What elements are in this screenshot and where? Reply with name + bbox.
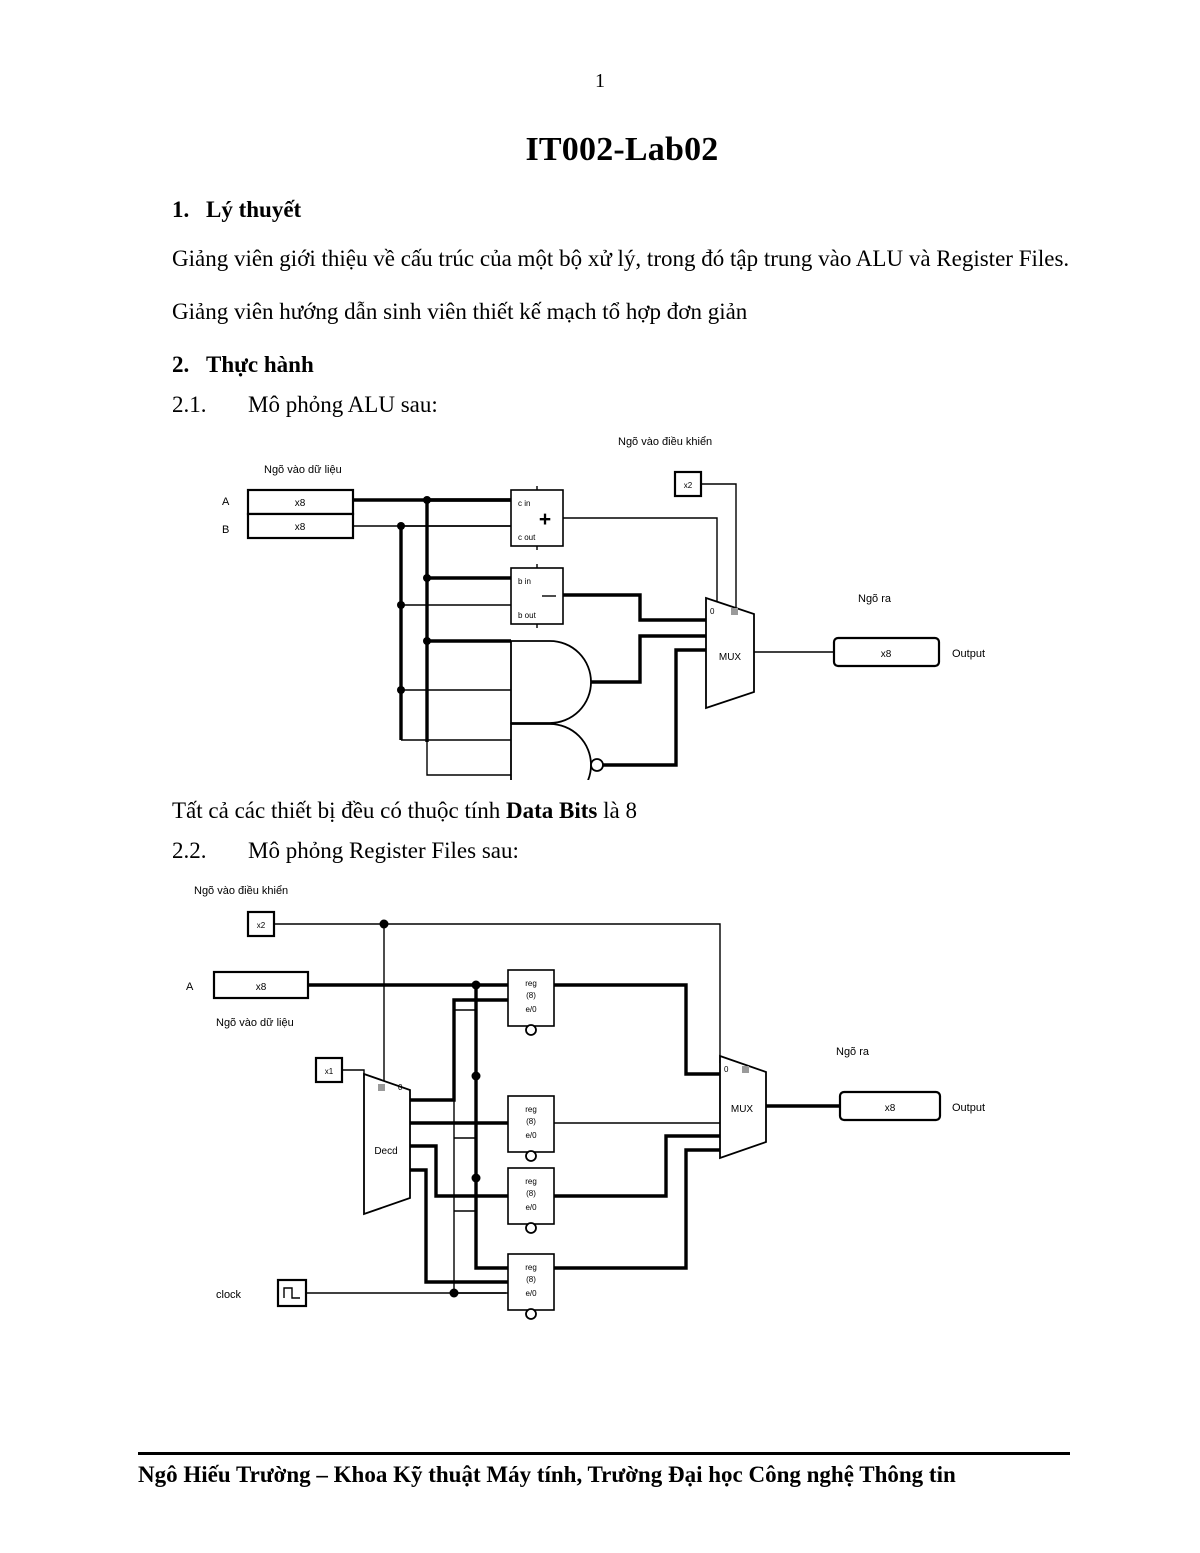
alu-data-input-caption: Ngõ vào dữ liệu	[264, 464, 342, 476]
alu-adder-operator: +	[539, 508, 551, 531]
rf-pin-sel-label: x1	[325, 1067, 334, 1076]
rf-mux-label: MUX	[731, 1104, 754, 1115]
rf-register-line2: (8)	[526, 1189, 536, 1198]
page-footer: Ngô Hiếu Trường – Khoa Kỹ thuật Máy tính…	[138, 1452, 1070, 1488]
rf-decoder-zero-marker: 0	[398, 1083, 403, 1092]
alu-pin-a-label: x8	[295, 498, 306, 509]
rf-junction-dot	[471, 1071, 481, 1081]
alu-control-input-caption: Ngõ vào điều khiển	[618, 436, 712, 448]
subheading-2-1: 2.1. Mô phỏng ALU sau:	[172, 378, 1072, 418]
rf-pin-ctrl-label: x2	[257, 921, 266, 930]
alu-output-caption: Ngõ ra	[858, 593, 892, 605]
figure-alu: Ngõ vào dữ liệu Ngõ vào điều khiển Ngõ r…	[220, 428, 1072, 781]
heading-2-text: Thực hành	[206, 352, 314, 378]
rf-decoder-label: Decd	[374, 1146, 397, 1157]
register-file-circuit-diagram: Ngõ vào điều khiển Ngõ vào dữ liệu Ngõ r…	[186, 885, 985, 1321]
rf-register-clock-bubble	[525, 1024, 537, 1037]
rf-register-block[interactable]	[507, 1253, 555, 1312]
alu-sub-bin-label: b in	[518, 577, 531, 586]
paragraph-intro-1: Giảng viên giới thiệu về cấu trúc của mộ…	[172, 246, 1070, 271]
rf-pin-data-label: x8	[256, 982, 267, 993]
rf-clock-pulse-icon	[283, 1287, 300, 1300]
heading-2-number: 2.	[172, 352, 190, 378]
rf-register-line2: (8)	[526, 991, 536, 1000]
rf-register-block[interactable]	[507, 969, 555, 1028]
alu-and-gate[interactable]	[510, 640, 592, 725]
page-number: 1	[595, 70, 605, 92]
alu-output-text: Output	[952, 648, 985, 660]
alu-sub-bout-label: b out	[518, 611, 537, 620]
rf-register-line3: e/0	[525, 1203, 537, 1212]
alu-nand-bubble	[590, 758, 604, 773]
rf-register-clock-bubble	[525, 1308, 537, 1321]
alu-pin-ctrl-label: x2	[684, 481, 693, 490]
rf-register-clock-bubble	[525, 1222, 537, 1235]
rf-register-line1: reg	[525, 979, 537, 988]
heading-1-text: Lý thuyết	[206, 197, 302, 222]
note-data-bits: Tất cả các thiết bị đều có thuộc tính Da…	[172, 780, 1072, 824]
alu-mux-zero-marker: 0	[710, 607, 715, 616]
rf-decoder-block[interactable]	[363, 1073, 411, 1216]
rf-register-clock-bubble	[525, 1150, 537, 1163]
alu-circuit-diagram: Ngõ vào dữ liệu Ngõ vào điều khiển Ngõ r…	[222, 436, 985, 781]
rf-input-a-label: A	[186, 981, 194, 993]
rf-pin-out-box[interactable]	[838, 1091, 942, 1122]
subheading-2-2-number: 2.2.	[172, 838, 207, 864]
rf-mux-select-marker	[742, 1066, 749, 1074]
heading-thuc-hanh: 2. Thực hành	[172, 328, 1072, 378]
note-bold: Data Bits	[506, 798, 598, 824]
alu-mux-select-marker	[731, 608, 738, 616]
note-suffix: là 8	[597, 798, 637, 824]
alu-adder-cout-label: c out	[518, 533, 536, 542]
figure-register-file: Ngõ vào điều khiển Ngõ vào dữ liệu Ngõ r…	[186, 878, 1072, 1330]
rf-register-line2: (8)	[526, 1275, 536, 1284]
note-prefix: Tất cả các thiết bị đều có thuộc tính	[172, 798, 507, 824]
rf-output-text: Output	[952, 1102, 985, 1114]
rf-clock-label: clock	[216, 1289, 242, 1301]
rf-output-caption: Ngõ ra	[836, 1046, 870, 1058]
alu-pin-b-label: x8	[295, 522, 306, 533]
rf-register-line1: reg	[525, 1105, 537, 1114]
alu-pin-out-box[interactable]	[832, 637, 941, 668]
rf-register-block[interactable]	[507, 1167, 555, 1226]
alu-adder-cin-label: c in	[518, 499, 530, 508]
rf-register-line1: reg	[525, 1177, 537, 1186]
subheading-2-2: 2.2. Mô phỏng Register Files sau:	[172, 824, 1072, 864]
document-title: IT002-Lab02	[525, 131, 719, 168]
alu-input-a-label: A	[222, 496, 230, 508]
footer-divider	[138, 1452, 1070, 1455]
rf-register-line2: (8)	[526, 1117, 536, 1126]
alu-pin-b-box[interactable]	[246, 513, 355, 540]
alu-nand-gate[interactable]	[510, 723, 592, 781]
rf-register-line3: e/0	[525, 1005, 537, 1014]
paragraph-intro-2: Giảng viên hướng dẫn sinh viên thiết kế …	[172, 298, 748, 324]
alu-adder-block[interactable]	[510, 489, 564, 548]
alu-mux-label: MUX	[719, 652, 742, 663]
subheading-2-2-text: Mô phỏng Register Files sau:	[248, 838, 519, 864]
rf-register-line3: e/0	[525, 1289, 537, 1298]
subheading-2-1-text: Mô phỏng ALU sau:	[248, 392, 438, 418]
footer-text: Ngô Hiếu Trường – Khoa Kỹ thuật Máy tính…	[138, 1462, 956, 1487]
rf-data-input-caption: Ngõ vào dữ liệu	[216, 1017, 294, 1029]
rf-decoder-select-marker	[378, 1084, 385, 1092]
rf-mux-block[interactable]	[719, 1055, 767, 1160]
alu-pin-out-label: x8	[881, 649, 892, 660]
heading-ly-thuyet: 1. Lý thuyết	[172, 169, 1072, 223]
rf-register-line3: e/0	[525, 1131, 537, 1140]
heading-1-number: 1.	[172, 197, 190, 222]
rf-register-line1: reg	[525, 1263, 537, 1272]
document-content: IT002-Lab02 1. Lý thuyết Giảng viên giới …	[172, 0, 1072, 1330]
rf-mux-zero-marker: 0	[724, 1065, 729, 1074]
rf-pin-sel-box[interactable]	[314, 1057, 344, 1084]
rf-control-input-caption: Ngõ vào điều khiển	[194, 885, 288, 897]
subheading-2-1-number: 2.1.	[172, 392, 207, 418]
rf-pin-out-label: x8	[885, 1103, 896, 1114]
alu-input-b-label: B	[222, 524, 229, 536]
rf-pin-data-box[interactable]	[212, 971, 310, 1000]
